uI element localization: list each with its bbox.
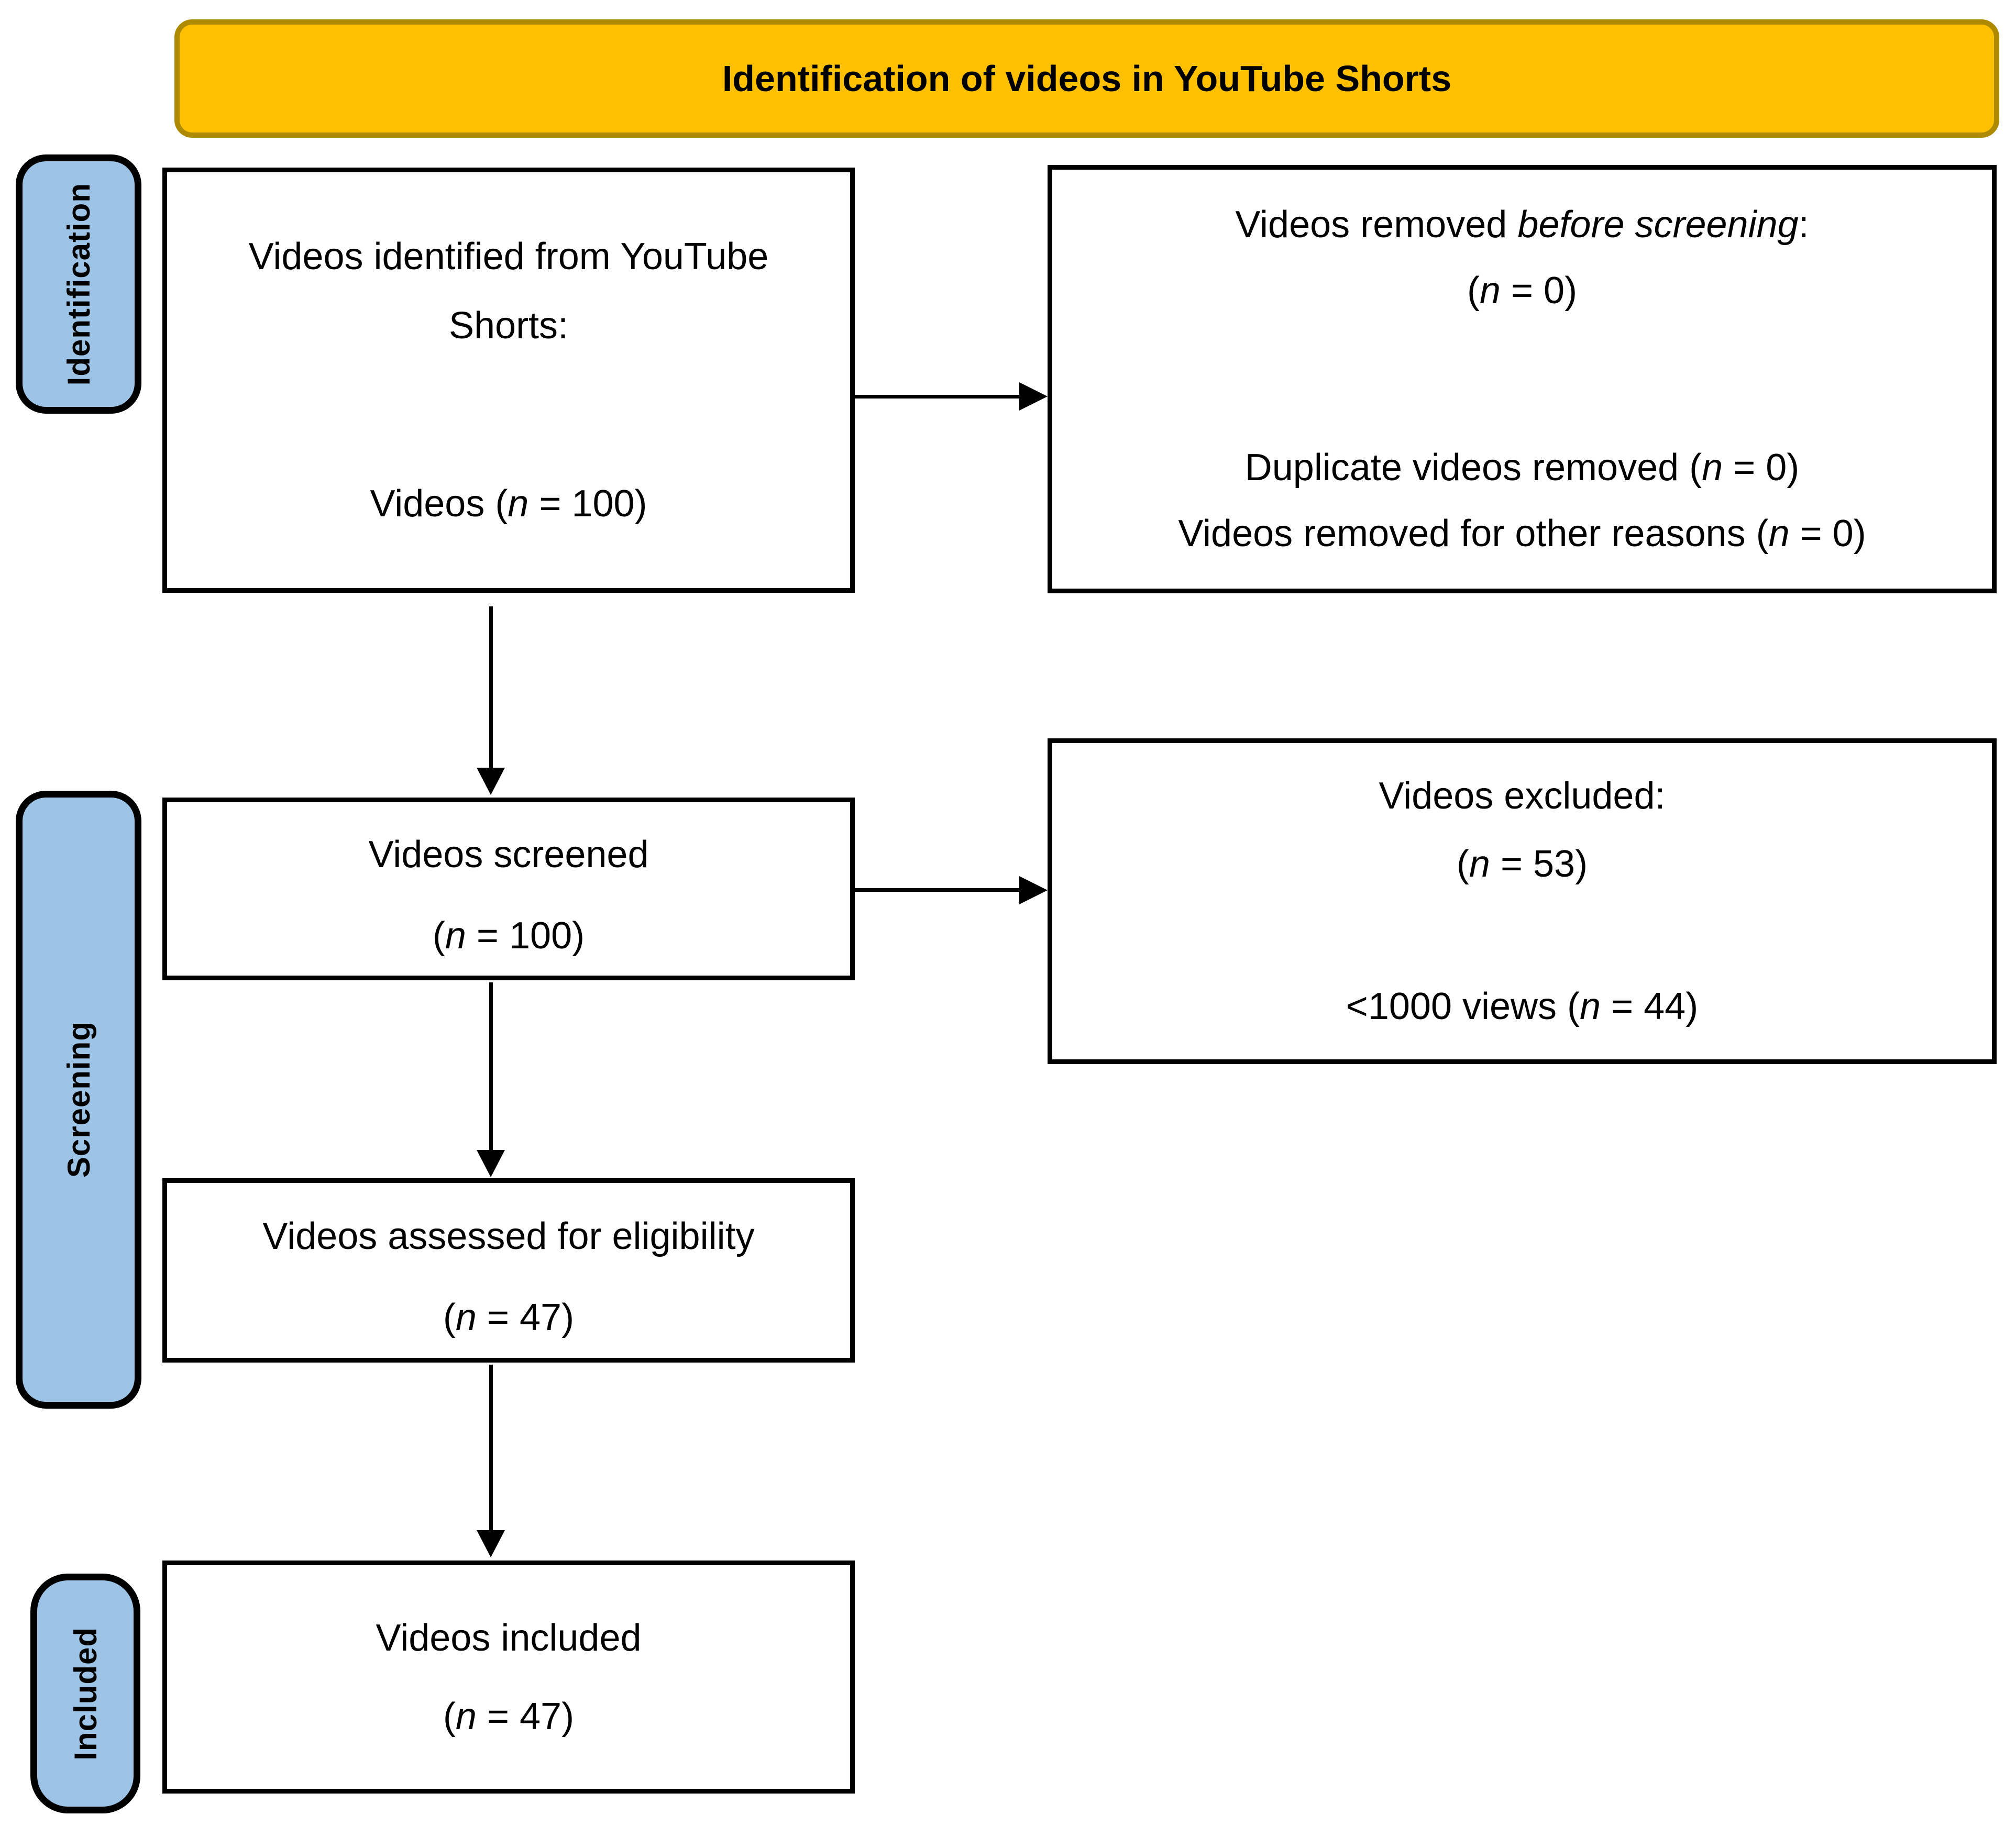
box-videos-assessed-title: Videos assessed for eligibility <box>262 1215 755 1257</box>
arrow-screened-to-assessed-head <box>477 1150 505 1177</box>
stage-label-included: Included <box>30 1574 140 1813</box>
box-videos-screened-count: (n = 100) <box>432 915 585 957</box>
stage-label-screening: Screening <box>16 791 141 1409</box>
banner: Identification of videos in YouTube Shor… <box>174 19 1999 138</box>
box-videos-removed-title: Videos removed before screening: <box>1235 204 1809 246</box>
box-videos-identified-line2: Shorts: <box>448 305 569 347</box>
arrow-identified-to-removed-line <box>855 395 1019 399</box>
box-videos-included: Videos included (n = 47) <box>162 1561 855 1794</box>
box-videos-identified-count: Videos (n = 100) <box>370 483 647 525</box>
stage-label-included-text: Included <box>68 1626 103 1761</box>
box-videos-excluded-title: Videos excluded: <box>1379 775 1666 817</box>
box-videos-removed: Videos removed before screening: (n = 0)… <box>1048 165 1997 593</box>
box-videos-identified-line1: Videos identified from YouTube <box>248 236 769 278</box>
box-videos-excluded: Videos excluded: (n = 53) <1000 views (n… <box>1048 738 1997 1064</box>
stage-label-identification: Identification <box>16 154 141 414</box>
box-videos-removed-count: (n = 0) <box>1467 270 1578 312</box>
box-videos-removed-detail1: Duplicate videos removed (n = 0) <box>1244 447 1800 489</box>
box-videos-assessed: Videos assessed for eligibility (n = 47) <box>162 1178 855 1363</box>
box-videos-included-title: Videos included <box>376 1617 642 1659</box>
box-videos-excluded-count: (n = 53) <box>1456 843 1588 885</box>
box-videos-screened-title: Videos screened <box>368 834 649 876</box>
box-videos-excluded-detail1: <1000 views (n = 44) <box>1346 986 1699 1027</box>
arrow-identified-to-screened-head <box>477 768 505 795</box>
box-videos-assessed-count: (n = 47) <box>443 1296 575 1338</box>
arrow-identified-to-removed-head <box>1019 382 1048 411</box>
arrow-screened-to-assessed-line <box>489 982 493 1151</box>
box-videos-removed-detail2: Videos removed for other reasons (n = 0) <box>1178 513 1866 555</box>
arrow-screened-to-excluded-head <box>1019 876 1048 904</box>
arrow-assessed-to-included-head <box>477 1530 505 1557</box>
stage-label-screening-text: Screening <box>61 1021 96 1178</box>
box-videos-screened: Videos screened (n = 100) <box>162 798 855 980</box>
arrow-assessed-to-included-line <box>489 1365 493 1531</box>
banner-title: Identification of videos in YouTube Shor… <box>722 58 1452 99</box>
arrow-identified-to-screened-line <box>489 606 493 770</box>
box-videos-identified: Videos identified from YouTube Shorts: V… <box>162 168 855 593</box>
stage-label-identification-text: Identification <box>61 182 96 386</box>
box-videos-included-count: (n = 47) <box>443 1695 575 1738</box>
arrow-screened-to-excluded-line <box>855 888 1019 892</box>
